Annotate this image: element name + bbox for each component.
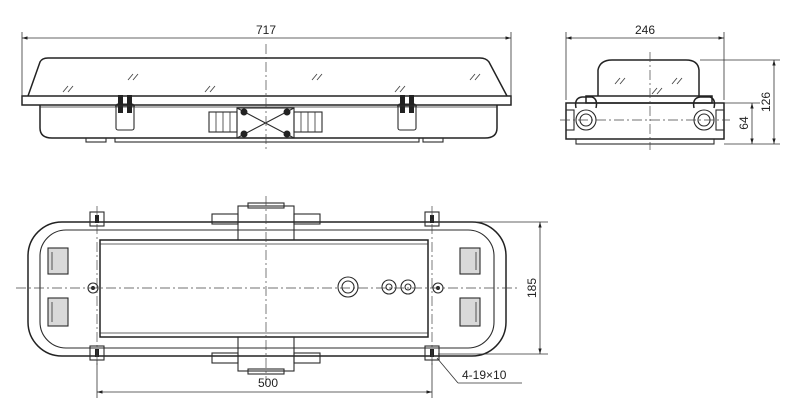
junction-box	[208, 107, 323, 139]
side-right-clamp	[692, 96, 725, 131]
side-elevation-view: 246 126 64	[560, 23, 780, 150]
right-end-compartments	[459, 247, 481, 327]
dimension-overall-length: 717	[21, 23, 512, 100]
mount-holes-leader: 4-19×10	[436, 357, 522, 384]
dimension-mount-height: 185	[438, 221, 548, 355]
front-elevation-view: 717	[21, 23, 512, 150]
plan-view: 500 185 4-19×10	[16, 196, 548, 398]
dimension-717-label: 717	[256, 23, 276, 37]
right-clamp	[397, 95, 417, 131]
dimension-side-width: 246	[565, 23, 725, 100]
side-left-clamp	[565, 96, 598, 131]
dimension-185-label: 185	[525, 278, 539, 298]
dimension-500-label: 500	[258, 376, 278, 390]
dimension-126-label: 126	[759, 92, 773, 112]
dimension-64-label: 64	[737, 116, 751, 130]
left-end-compartments	[47, 247, 69, 327]
left-clamp	[115, 95, 135, 131]
mount-holes-label: 4-19×10	[462, 368, 507, 382]
dimension-246-label: 246	[635, 23, 655, 37]
dimension-side-lower-height: 64	[724, 102, 760, 144]
control-panel	[337, 276, 416, 298]
dimension-mount-spacing: 500	[96, 360, 433, 398]
